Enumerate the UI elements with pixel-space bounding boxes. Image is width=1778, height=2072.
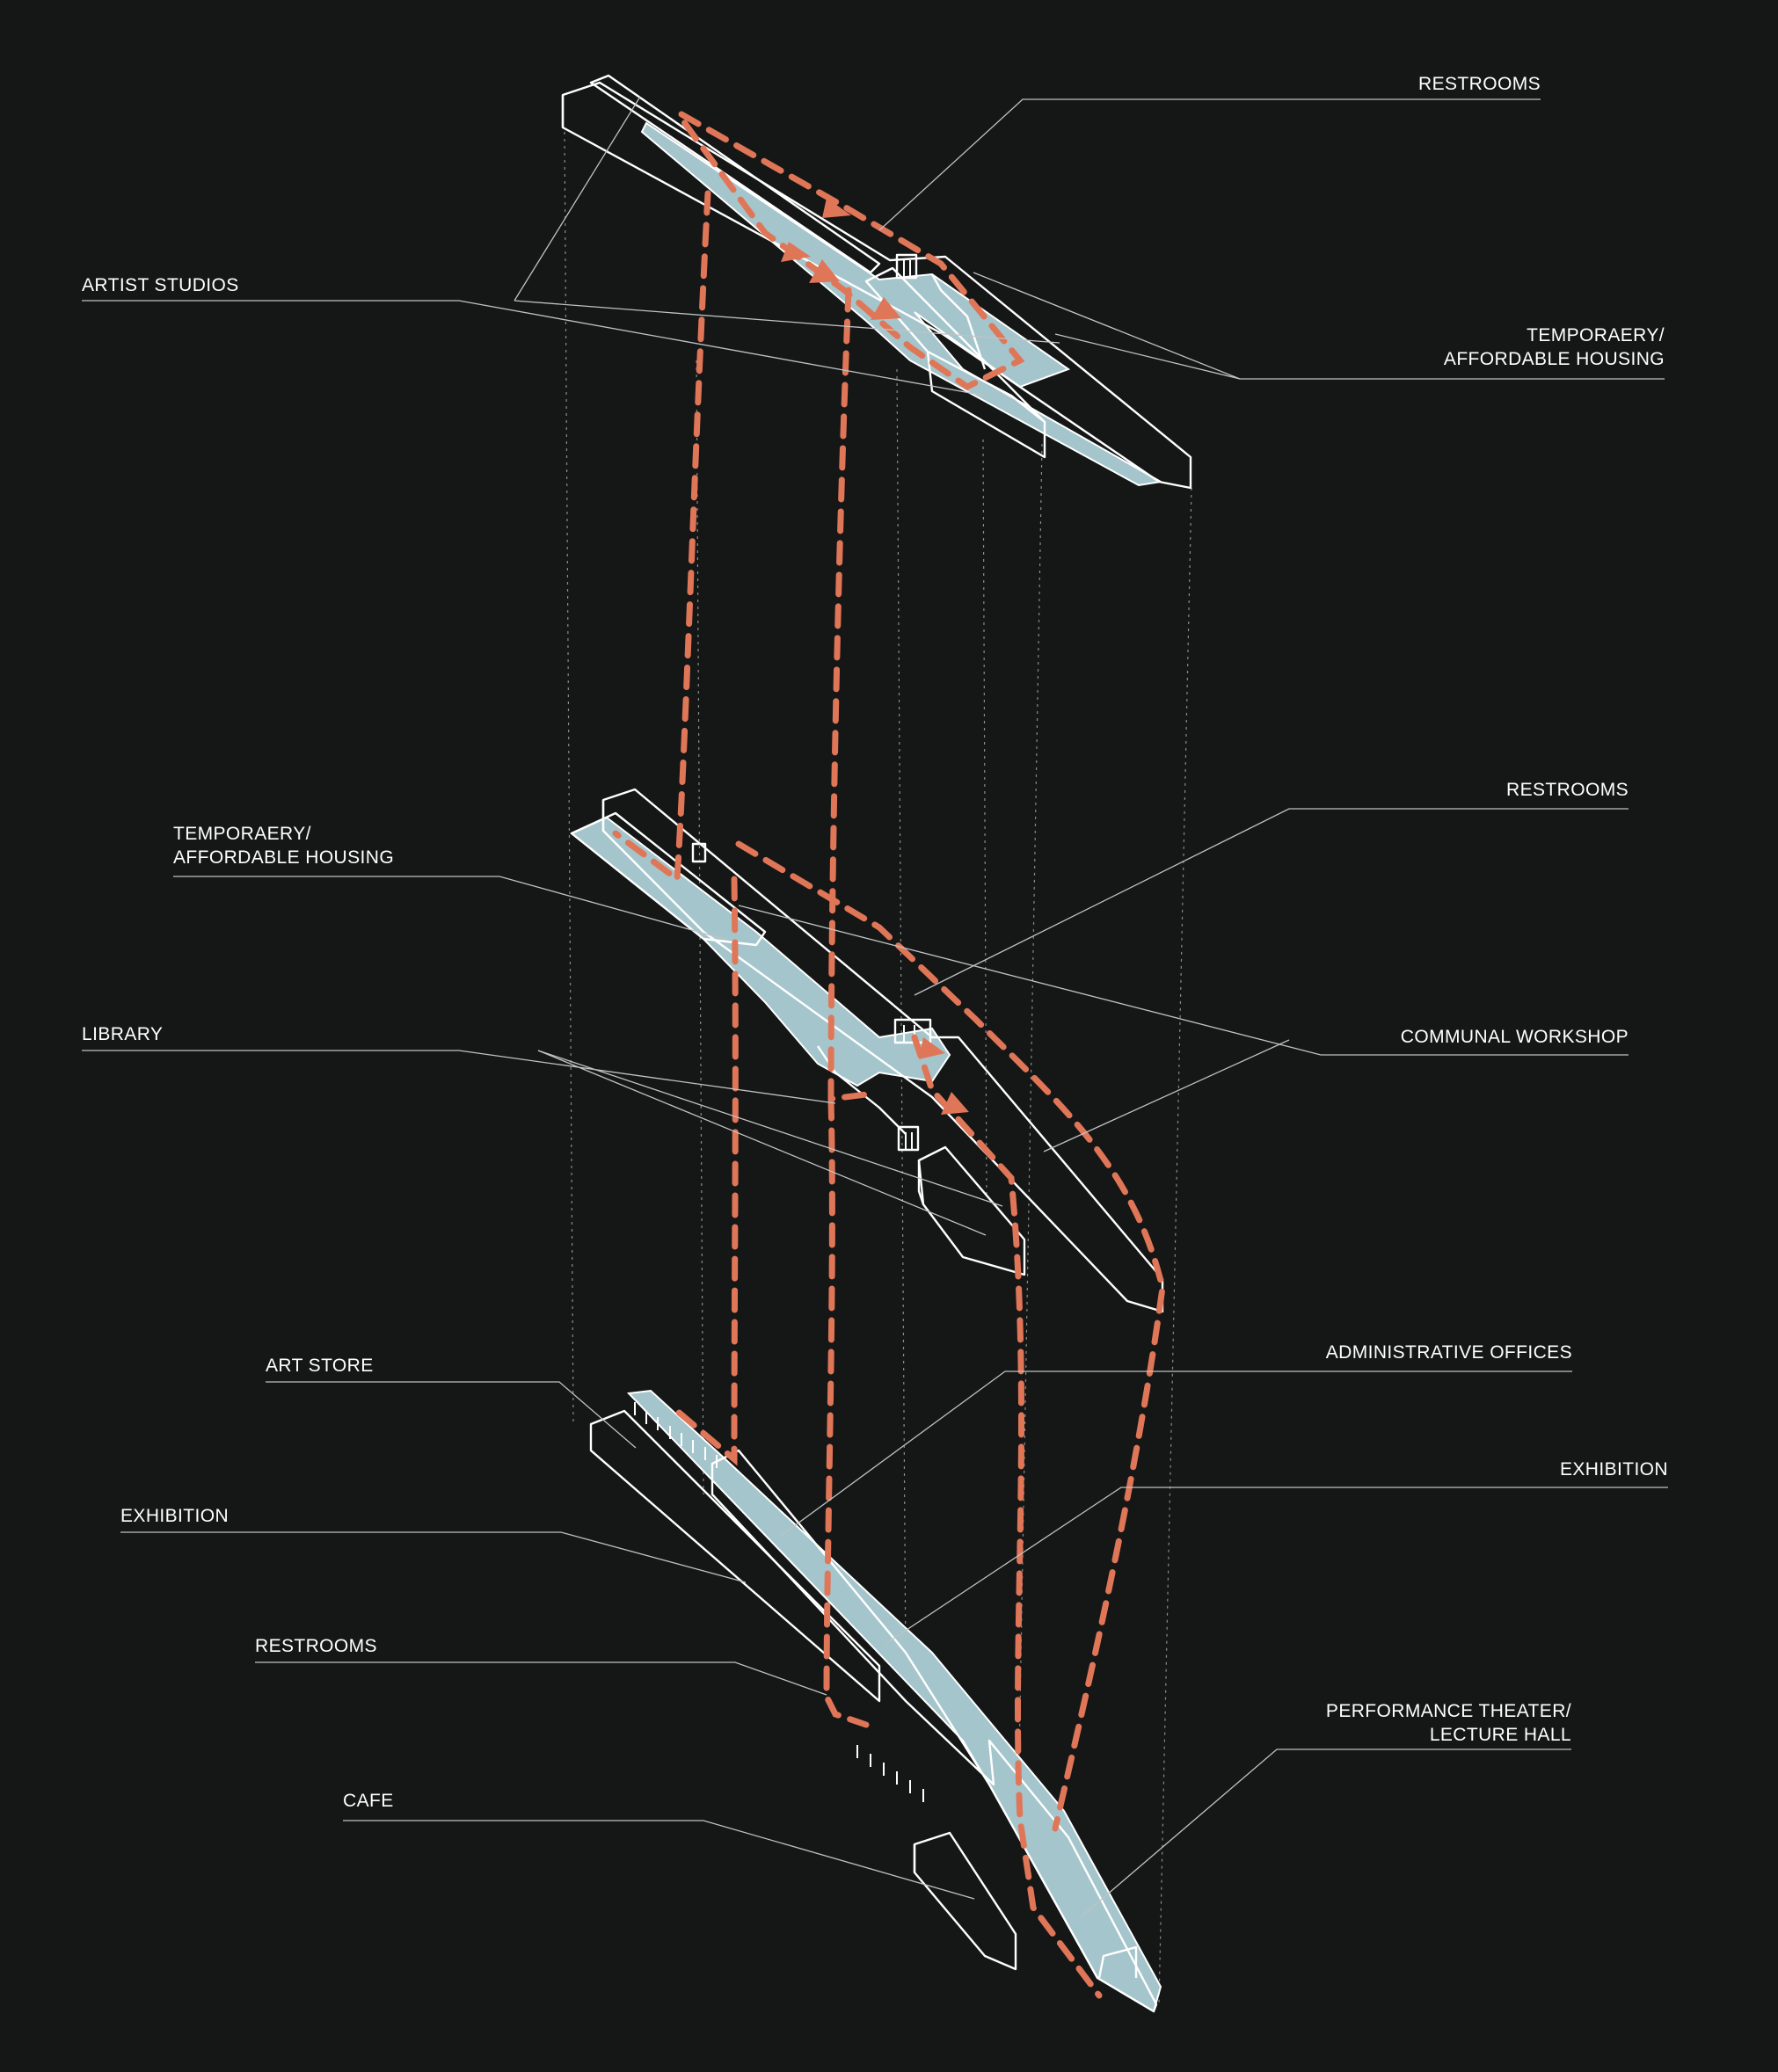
top-floor	[561, 74, 1192, 490]
leader-lines	[82, 96, 1668, 1917]
label-mid-housing-line1: TEMPORAERY/	[173, 824, 311, 844]
label-top-housing-line2: AFFORDABLE HOUSING	[1444, 349, 1665, 369]
bottom-floor	[589, 1389, 1162, 2013]
label-mid-restrooms: RESTROOMS	[1506, 780, 1629, 800]
label-mid-housing-line2: AFFORDABLE HOUSING	[173, 847, 394, 868]
arrow-up-icon	[822, 198, 851, 218]
label-bot-art-store: ART STORE	[266, 1356, 374, 1376]
label-mid-library: LIBRARY	[82, 1024, 163, 1044]
arrow-up-icon	[809, 259, 840, 283]
label-top-housing-line1: TEMPORAERY/	[1527, 325, 1665, 345]
label-bot-exhibition-left: EXHIBITION	[120, 1506, 229, 1526]
arrow-up-icon	[919, 1037, 945, 1059]
label-bot-admin-offices: ADMINISTRATIVE OFFICES	[1326, 1342, 1572, 1363]
circulation-arrows	[781, 198, 969, 1115]
opening-ticks	[634, 1402, 924, 1802]
label-mid-communal-workshop: COMMUNAL WORKSHOP	[1401, 1027, 1629, 1047]
label-bot-restrooms: RESTROOMS	[255, 1636, 377, 1656]
label-top-restrooms: RESTROOMS	[1418, 74, 1541, 94]
label-bot-theater-line1: PERFORMANCE THEATER/	[1326, 1701, 1571, 1721]
labels: RESTROOMS ARTIST STUDIOS TEMPORAERY/ AFF…	[82, 74, 1668, 1811]
label-bot-cafe: CAFE	[343, 1791, 394, 1811]
arrow-up-icon	[941, 1092, 969, 1115]
middle-floor	[570, 788, 1164, 1313]
label-bot-exhibition-right: EXHIBITION	[1560, 1459, 1668, 1479]
label-top-artist-studios: ARTIST STUDIOS	[82, 275, 239, 295]
arrow-up-icon	[871, 297, 901, 320]
label-bot-theater-line2: LECTURE HALL	[1430, 1725, 1571, 1745]
arrow-up-icon	[781, 242, 811, 262]
